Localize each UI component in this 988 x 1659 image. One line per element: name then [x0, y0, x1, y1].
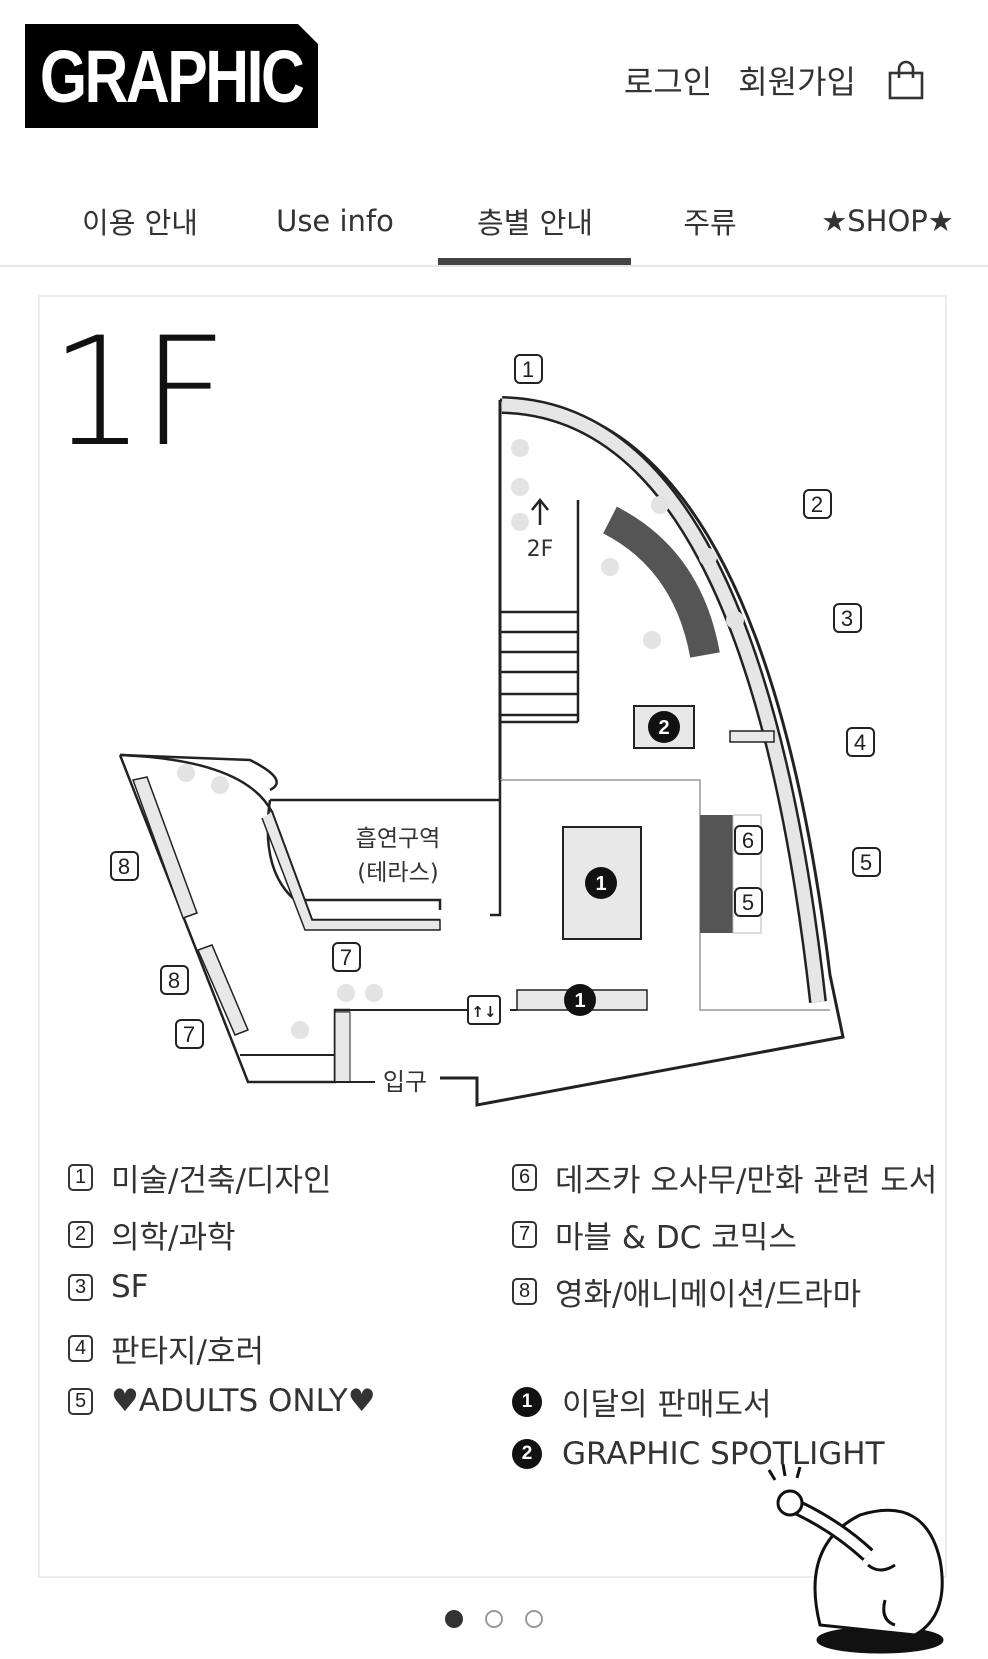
legend-item-5: 5 ♥ADULTS ONLY♥: [68, 1383, 376, 1419]
legend-feature-num: 1: [512, 1386, 542, 1417]
category-tabs: 이용 안내 Use info 층별 안내 주류 ★SHOP★: [0, 175, 988, 267]
svg-text:4: 4: [854, 730, 866, 755]
svg-text:6: 6: [742, 828, 754, 853]
section-marker-7: 7: [175, 1019, 204, 1049]
mascot-illustration: [767, 1463, 944, 1654]
tab-usage-guide[interactable]: 이용 안내: [82, 206, 198, 240]
legend-num: 4: [68, 1335, 93, 1362]
legend-label: 미술/건축/디자인: [111, 1163, 332, 1199]
legend-item-6: 6 데즈카 오사무/만화 관련 도서: [512, 1155, 937, 1200]
legend-label: 이달의 판매도서: [562, 1387, 772, 1423]
svg-text:2: 2: [658, 717, 669, 739]
carousel-dot-1[interactable]: [445, 1610, 463, 1628]
stairs-label: 2F: [527, 537, 554, 562]
legend-num: 7: [512, 1221, 537, 1248]
section-marker-7: 7: [332, 942, 361, 972]
legend-feature-num: 2: [512, 1439, 542, 1469]
legend-feature-2: 2 GRAPHIC SPOTLIGHT: [512, 1436, 885, 1472]
section-marker-5: 5: [852, 847, 881, 877]
legend-label: ♥ADULTS ONLY♥: [111, 1383, 376, 1419]
floor-map-card[interactable]: [38, 295, 947, 1578]
legend-item-1: 1 미술/건축/디자인: [68, 1155, 332, 1200]
legend-num: 3: [68, 1273, 93, 1301]
tab-shop[interactable]: ★SHOP★: [821, 204, 954, 238]
svg-text:3: 3: [841, 606, 853, 631]
svg-text:1: 1: [595, 873, 606, 895]
svg-text:2: 2: [811, 492, 823, 517]
tezuka-shelf: [700, 815, 733, 933]
legend-label: 판타지/호러: [111, 1334, 265, 1370]
svg-text:5: 5: [860, 850, 872, 875]
legend-label: SF: [111, 1269, 149, 1305]
carousel-pagination: [0, 1610, 988, 1634]
svg-text:7: 7: [183, 1022, 195, 1047]
svg-text:8: 8: [168, 968, 180, 993]
curved-display: [602, 506, 720, 658]
section-marker-8: 8: [110, 851, 139, 881]
floor-label: 1F: [50, 306, 228, 480]
svg-text:7: 7: [340, 945, 352, 970]
tab-use-info[interactable]: Use info: [276, 204, 394, 238]
section-marker-4: 4: [846, 727, 875, 757]
elevator-icon: [467, 995, 501, 1025]
carousel-dot-2[interactable]: [485, 1610, 503, 1628]
smoking-area-label: 흡연구역: [356, 826, 441, 852]
legend-num: 2: [68, 1221, 93, 1248]
svg-text:↑↓: ↑↓: [471, 1003, 496, 1021]
section-marker-8: 8: [160, 965, 189, 995]
svg-text:5: 5: [742, 890, 754, 915]
entrance-label: 입구: [383, 1068, 427, 1096]
feature-marker-1: 1: [585, 867, 617, 899]
legend-num: 8: [512, 1278, 537, 1305]
smoking-area-sublabel: (테라스): [357, 860, 438, 886]
inner-area-outline: [500, 779, 830, 1011]
feature-marker-2: 2: [648, 711, 680, 743]
active-tab-indicator: [438, 258, 631, 265]
small-shelf: [729, 730, 775, 743]
feature-marker-1: 1: [564, 984, 596, 1016]
legend-item-2: 2 의학/과학: [68, 1212, 236, 1257]
legend-item-8: 8 영화/애니메이션/드라마: [512, 1269, 861, 1314]
shopping-bag-icon[interactable]: [886, 60, 926, 100]
carousel-dot-3[interactable]: [525, 1610, 543, 1628]
left-building-wall: [119, 753, 502, 917]
logo-corner: [298, 24, 318, 44]
svg-text:1: 1: [574, 990, 585, 1012]
tab-floor-guide[interactable]: 층별 안내: [477, 206, 593, 240]
section-marker-5: 5: [734, 887, 763, 917]
header-links: 로그인 회원가입: [624, 52, 988, 108]
legend-num: 1: [68, 1164, 93, 1191]
legend-item-3: 3 SF: [68, 1269, 149, 1305]
login-link[interactable]: 로그인: [623, 63, 713, 101]
section-marker-1: 1: [514, 354, 543, 384]
tab-drinks[interactable]: 주류: [683, 206, 737, 240]
legend-label: 영화/애니메이션/드라마: [555, 1277, 862, 1313]
section-marker-2: 2: [803, 489, 832, 519]
svg-text:1: 1: [522, 357, 534, 382]
legend-label: 마블 & DC 코믹스: [555, 1220, 797, 1256]
seating-dots: [177, 439, 744, 1039]
legend-item-7: 7 마블 & DC 코믹스: [512, 1212, 797, 1257]
legend-label: 데즈카 오사무/만화 관련 도서: [555, 1163, 938, 1199]
logo-text: GRAPHIC: [40, 34, 305, 118]
stairs: [500, 497, 580, 724]
legend-num: 5: [68, 1387, 93, 1415]
section-marker-3: 3: [833, 603, 862, 633]
tabs-divider: [0, 265, 988, 267]
legend-num: 6: [512, 1164, 537, 1191]
signup-link[interactable]: 회원가입: [738, 63, 856, 101]
legend-label: 의학/과학: [111, 1220, 236, 1256]
section-marker-6: 6: [734, 825, 763, 855]
legend-feature-1: 1 이달의 판매도서: [512, 1379, 772, 1424]
graphic-logo[interactable]: GRAPHIC: [25, 24, 318, 128]
svg-text:8: 8: [118, 854, 130, 879]
legend-item-4: 4 판타지/호러: [68, 1326, 264, 1371]
legend-label: GRAPHIC SPOTLIGHT: [562, 1436, 885, 1472]
